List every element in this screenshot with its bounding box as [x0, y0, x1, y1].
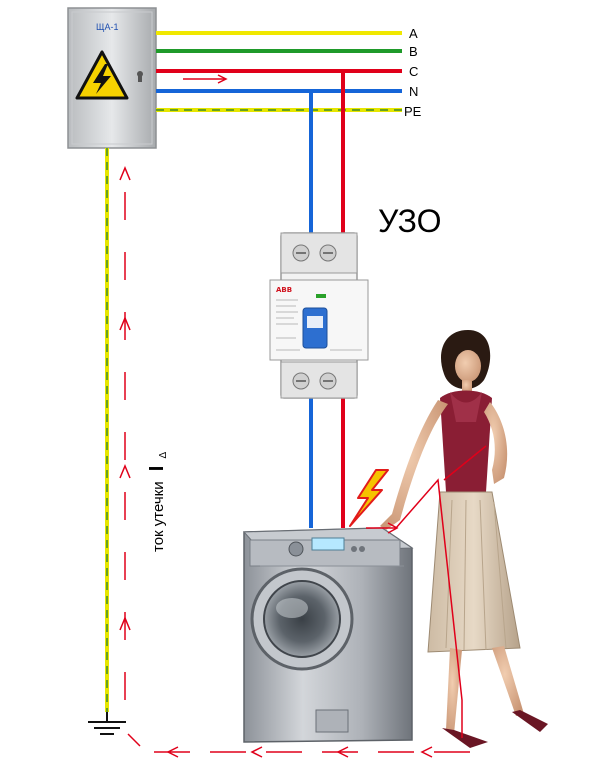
leakage-path-body: [366, 445, 487, 738]
svg-text:ток утечки I Δ: ток утечки I Δ: [146, 452, 169, 552]
earth-ground-icon: [88, 712, 126, 735]
bus-label-n: N: [409, 84, 418, 99]
rcd-feed-wires: [309, 71, 345, 528]
high-voltage-icon: [75, 50, 129, 100]
panel-label: ЩА-1: [96, 22, 118, 32]
rcd-brand: ABB: [276, 286, 292, 294]
leak-subscript: Δ: [158, 452, 169, 459]
bus-wires: [156, 31, 402, 112]
rcd-title: УЗО: [378, 203, 441, 239]
bus-label-b: B: [409, 44, 418, 59]
bus-label-c: C: [409, 64, 418, 79]
washing-machine: [242, 527, 414, 743]
rcd-device: ABB: [269, 232, 369, 399]
leakage-arrows-up: [119, 166, 131, 700]
leak-symbol: I: [146, 466, 168, 472]
woman-figure: [380, 330, 548, 748]
current-arrow-c: [183, 74, 228, 84]
bus-label-pe: PE: [404, 104, 422, 119]
leakage-current-label: ток утечки I Δ: [146, 452, 169, 552]
rcd-spec-lines: [276, 299, 362, 351]
bus-labels: A B C N PE: [404, 26, 422, 119]
leak-label-text: ток утечки: [150, 481, 167, 552]
leakage-return-path: [127, 733, 470, 758]
key-lock-icon: [137, 71, 143, 82]
spark-icon: [349, 469, 389, 527]
bus-label-a: A: [409, 26, 418, 41]
distribution-panel: ЩА-1: [67, 7, 157, 149]
